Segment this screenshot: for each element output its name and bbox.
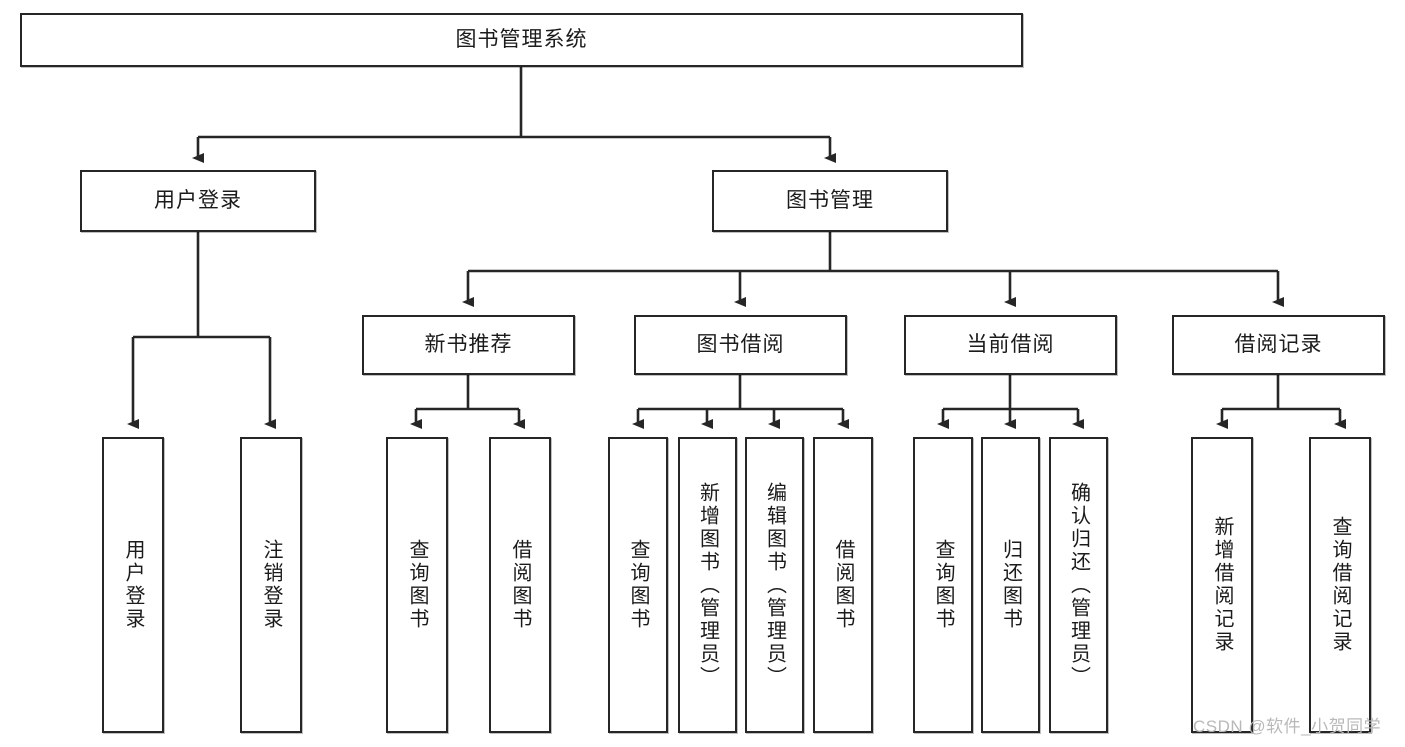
csdn-watermark: CSDN @软件_小贺同学 — [1193, 717, 1382, 736]
leaf-user-login[interactable]: 用户登录 — [102, 437, 164, 733]
node-book-borrow[interactable]: 图书借阅 — [634, 315, 847, 375]
leaf-edit-book-label: 编辑图书（管理员） — [763, 481, 786, 689]
leaf-borrow-book-1[interactable]: 借阅图书 — [489, 437, 551, 733]
leaf-query-book-1-label: 查询图书 — [406, 539, 428, 631]
node-root-label: 图书管理系统 — [455, 27, 588, 51]
leaf-return-book[interactable]: 归还图书 — [981, 437, 1040, 733]
leaf-borrow-book-1-label: 借阅图书 — [509, 539, 531, 631]
leaf-query-book-1[interactable]: 查询图书 — [386, 437, 448, 733]
leaf-confirm-return-label: 确认归还（管理员） — [1067, 481, 1090, 689]
node-current-borrow-label: 当前借阅 — [966, 332, 1055, 356]
node-borrow-record[interactable]: 借阅记录 — [1172, 315, 1385, 375]
leaf-query-record-label: 查询借阅记录 — [1329, 516, 1351, 654]
node-current-borrow[interactable]: 当前借阅 — [904, 315, 1117, 375]
node-new-book-recommend[interactable]: 新书推荐 — [362, 315, 575, 375]
node-user-login[interactable]: 用户登录 — [80, 170, 316, 232]
leaf-add-book[interactable]: 新增图书（管理员） — [678, 437, 737, 733]
leaf-query-book-3-label: 查询图书 — [932, 539, 954, 631]
node-book-borrow-label: 图书借阅 — [696, 332, 785, 356]
leaf-query-book-2[interactable]: 查询图书 — [608, 437, 668, 733]
leaf-confirm-return[interactable]: 确认归还（管理员） — [1049, 437, 1108, 733]
leaf-user-login-label: 用户登录 — [122, 539, 144, 631]
leaf-edit-book[interactable]: 编辑图书（管理员） — [745, 437, 804, 733]
leaf-query-record[interactable]: 查询借阅记录 — [1309, 437, 1371, 733]
node-borrow-record-label: 借阅记录 — [1234, 332, 1323, 356]
leaf-return-book-label: 归还图书 — [999, 539, 1022, 631]
leaf-add-book-label: 新增图书（管理员） — [696, 481, 719, 689]
node-user-login-label: 用户登录 — [154, 188, 242, 212]
leaf-add-record-label: 新增借阅记录 — [1211, 516, 1233, 654]
node-book-manage[interactable]: 图书管理 — [712, 170, 948, 232]
node-root[interactable]: 图书管理系统 — [20, 13, 1023, 67]
leaf-borrow-book-2[interactable]: 借阅图书 — [813, 437, 873, 733]
leaf-logout-login[interactable]: 注销登录 — [240, 437, 302, 733]
node-book-manage-label: 图书管理 — [786, 188, 874, 212]
leaf-query-book-3[interactable]: 查询图书 — [913, 437, 973, 733]
leaf-logout-login-label: 注销登录 — [260, 539, 282, 631]
node-new-book-recommend-label: 新书推荐 — [424, 332, 513, 356]
leaf-query-book-2-label: 查询图书 — [627, 539, 649, 631]
leaf-borrow-book-2-label: 借阅图书 — [832, 539, 854, 631]
leaf-add-record[interactable]: 新增借阅记录 — [1191, 437, 1253, 733]
